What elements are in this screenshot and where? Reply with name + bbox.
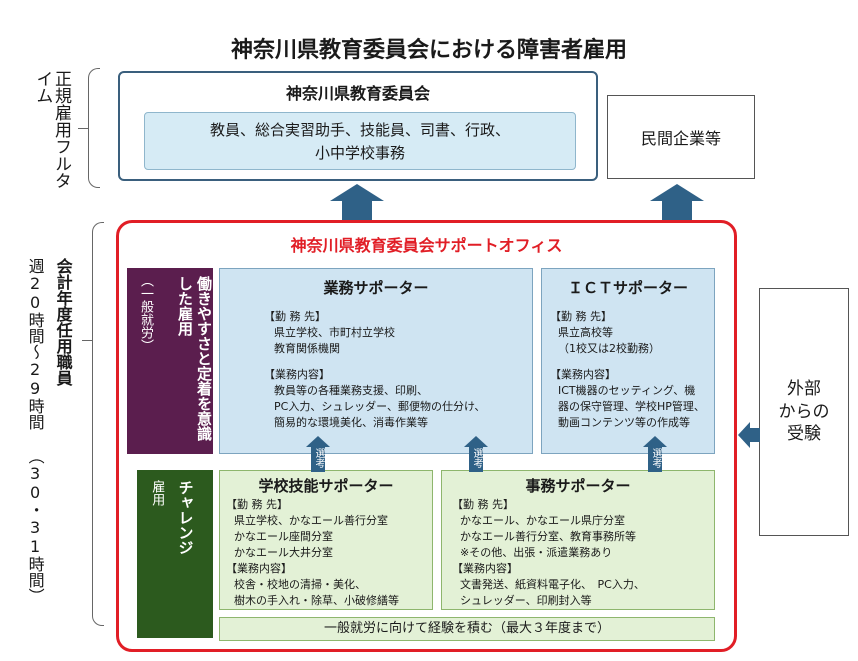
challenge-employment-label-box: チャレンジ 雇用	[137, 470, 213, 638]
fiscal-bracket	[92, 222, 104, 626]
gyomu-details: 【勤 務 先】 県立学校、市町村立学校 教育関係機関 【業務内容】 教員等の各種…	[264, 310, 486, 429]
board-jobs-line-1: 教員、総合実習助手、技能員、司書、行政、	[209, 121, 510, 139]
ict-supporter-box: ＩＣＴサポーター 【勤 務 先】 県立高校等 （1校又は2校勤務） 【業務内容】…	[541, 268, 715, 454]
board-jobs-line-2: 小中学校事務	[314, 143, 405, 162]
support-office-frame	[116, 220, 737, 652]
challenge-employment-sub-label: 雇用	[149, 480, 165, 506]
regular-fulltime-label: 正規雇用フルタイム	[32, 70, 71, 189]
private-companies-box: 民間企業等	[607, 95, 755, 179]
weekly-hours-alt-label: （30・31時間）	[25, 448, 45, 604]
ict-details: 【勤 務 先】 県立高校等 （1校又は2校勤務） 【業務内容】 ICT機器のセッ…	[550, 310, 705, 429]
weekly-hours-label: 週20時間～29時間	[25, 258, 45, 430]
left-arrow-from-external	[738, 422, 760, 448]
office-work-supporter-box: 事務サポーター 【勤 務 先】 かなエール、かなエール県庁分室 かなエール善行分…	[441, 470, 715, 610]
ict-supporter-title: ＩＣＴサポーター	[567, 279, 688, 297]
office-work-supporter-title: 事務サポーター	[525, 477, 631, 495]
up-arrow-to-private	[650, 184, 704, 220]
selection-arrow-ict: 選考	[643, 436, 667, 472]
external-line-2: からの	[778, 401, 830, 422]
page-title: 神奈川県教育委員会における障害者雇用	[230, 38, 627, 63]
school-skill-supporter-title: 学校技能サポーター	[258, 477, 394, 495]
regular-bracket-tick	[78, 128, 88, 129]
general-employment-label: 働きやすさと定着を意識した雇用	[176, 276, 213, 441]
gyomu-supporter-box: 業務サポーター 【勤 務 先】 県立学校、市町村立学校 教育関係機関 【業務内容…	[219, 268, 533, 454]
up-arrow-to-board	[330, 184, 384, 220]
fiscal-bracket-tick	[82, 340, 92, 341]
challenge-employment-label: チャレンジ	[176, 480, 195, 555]
support-office-title: 神奈川県教育委員会サポートオフィス	[290, 236, 563, 255]
selection-arrow-school-skill: 選考	[306, 436, 330, 472]
external-applicants-box: 外部 からの 受験	[759, 288, 849, 536]
board-of-education-title: 神奈川県教育委員会	[285, 84, 430, 103]
external-line-1: 外部	[787, 378, 821, 399]
regular-bracket	[88, 68, 100, 188]
general-employment-sub-label: （一般就労）	[138, 274, 153, 352]
board-jobs-box: 教員、総合実習助手、技能員、司書、行政、 小中学校事務	[144, 112, 576, 170]
fiscal-staff-label: 会計年度任用職員	[53, 258, 73, 386]
selection-arrow-office-work: 選考	[464, 436, 488, 472]
gyomu-supporter-title: 業務サポーター	[323, 279, 429, 297]
school-skill-supporter-box: 学校技能サポーター 【勤 務 先】 県立学校、かなエール善行分室 かなエール座間…	[219, 470, 433, 610]
general-employment-label-box: 働きやすさと定着を意識した雇用 （一般就労）	[127, 268, 213, 454]
school-skill-details: 【勤 務 先】 県立学校、かなエール善行分室 かなエール座間分室 かなエール大井…	[226, 498, 399, 607]
experience-note-bar: 一般就労に向けて経験を積む（最大３年度まで）	[219, 617, 715, 641]
office-work-details: 【勤 務 先】 かなエール、かなエール県庁分室 かなエール善行分室、教育事務所等…	[452, 498, 645, 607]
external-line-3: 受験	[787, 424, 821, 445]
